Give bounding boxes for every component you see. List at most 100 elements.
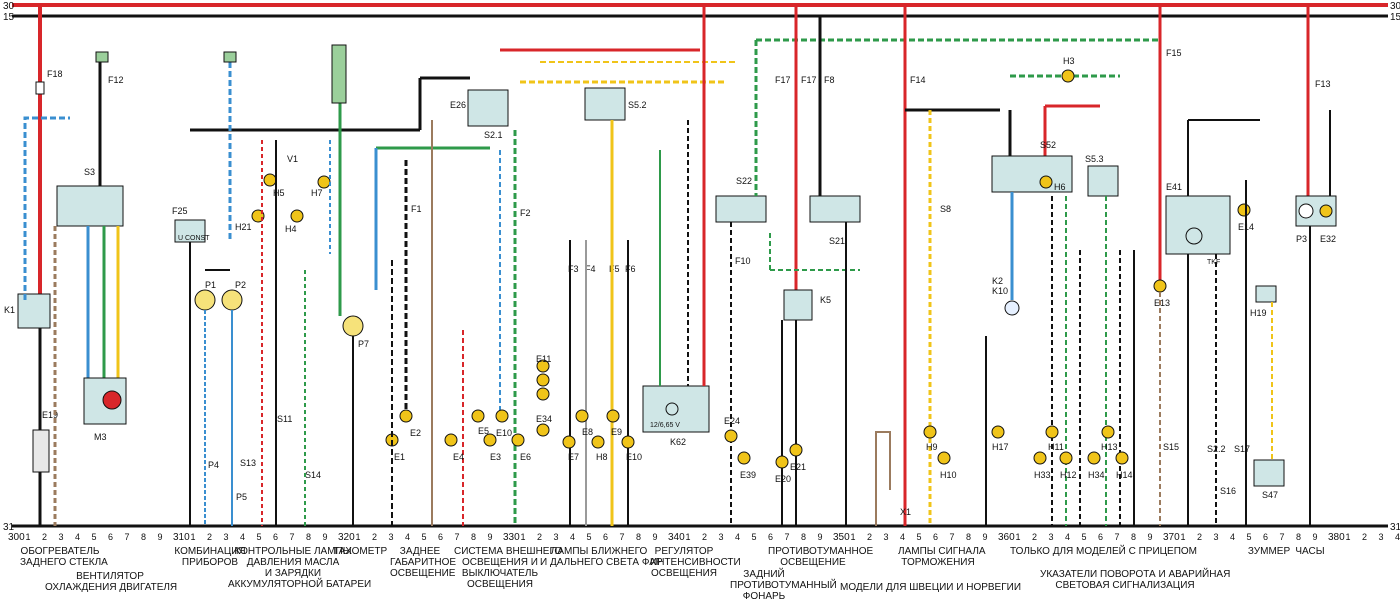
ruler-tick: 6: [108, 532, 113, 542]
lamp-e34-label: E34: [536, 414, 552, 424]
relay-tkf-label: TKF: [1207, 259, 1220, 266]
gauge-p1-label: P1: [205, 280, 216, 290]
fuse-f25-label: F25: [172, 206, 188, 216]
switch-s8-label: S8: [940, 204, 951, 214]
lamp-h33: [1033, 451, 1047, 465]
switch-s5-2: [584, 87, 626, 121]
ruler-tick: 1: [26, 532, 31, 542]
fuse-f17b-label: F17: [801, 75, 817, 85]
lamp-e7-label: E7: [568, 452, 579, 462]
ruler-marker: 380: [1328, 532, 1345, 543]
caption-tacho: ТАХОМЕТР: [332, 546, 388, 557]
ruler-tick: 2: [1362, 532, 1367, 542]
lamp-h8: [591, 435, 605, 449]
lamp-e32: [1319, 204, 1333, 218]
lamp-h21-label: H21: [235, 222, 252, 232]
fuse-f5-label: F5: [609, 264, 620, 274]
heater-e19-label: E19: [42, 410, 58, 420]
ruler-tick: 4: [1065, 532, 1070, 542]
caption-buzzer: ЗУММЕР: [1247, 546, 1291, 557]
ruler-tick: 3: [554, 532, 559, 542]
switch-s21-label: S21: [829, 236, 845, 246]
fuse-f1-label: F1: [411, 204, 422, 214]
lamp-h7: [317, 175, 331, 189]
switch-s14-label: S14: [305, 470, 321, 480]
ruler-tick: 4: [405, 532, 410, 542]
gauge-p2-label: P2: [235, 280, 246, 290]
lamp-e32-label: E32: [1320, 234, 1336, 244]
relay-e41: [1165, 195, 1231, 255]
ruler-tick: 6: [1263, 532, 1268, 542]
lamp-h9: [923, 425, 937, 439]
ruler-tick: 4: [1230, 532, 1235, 542]
ruler-tick: 5: [752, 532, 757, 542]
ruler-tick: 9: [653, 532, 658, 542]
ruler-tick: 5: [92, 532, 97, 542]
lamp-h14: [1115, 451, 1129, 465]
rail-label-15-left: 15: [3, 12, 15, 23]
lamp-e8: [575, 409, 589, 423]
connector-x1-label: X1: [900, 507, 911, 517]
ruler-tick: 3: [59, 532, 64, 542]
connector-110: [95, 51, 109, 63]
ruler-tick: 3: [1049, 532, 1054, 542]
lamp-e11b: [536, 373, 550, 387]
ruler-marker: 350: [833, 532, 850, 543]
sensor-p5-label: P5: [236, 492, 247, 502]
ruler-tick: 7: [785, 532, 790, 542]
lamp-h10-label: H10: [940, 470, 957, 480]
const-label: U CONST: [178, 235, 210, 242]
ruler-marker: 310: [173, 532, 190, 543]
lamp-e34: [536, 423, 550, 437]
lamp-h10: [937, 451, 951, 465]
ruler-tick: 7: [950, 532, 955, 542]
switch-s52-label: S52: [1040, 140, 1056, 150]
wire-brown: [875, 431, 891, 526]
lamp-h4: [290, 209, 304, 223]
ruler-tick: 1: [1181, 532, 1186, 542]
lamp-e10b-label: E10: [626, 452, 642, 462]
lamp-h14-label: H14: [1116, 470, 1133, 480]
fuse-f13-label: F13: [1315, 79, 1331, 89]
switch-s3-label: S3: [84, 167, 95, 177]
ruler-tick: 2: [207, 532, 212, 542]
lamp-h11: [1045, 425, 1059, 439]
relay-k2-label: K2: [992, 276, 1003, 286]
lamp-h12: [1059, 451, 1073, 465]
lamp-e21: [789, 443, 803, 457]
ruler-tick: 4: [240, 532, 245, 542]
rail-label-31-right: 31: [1390, 522, 1400, 533]
rail-label-30-left: 30: [3, 1, 15, 12]
ruler-marker: 370: [1163, 532, 1180, 543]
ruler-tick: 4: [1395, 532, 1400, 542]
ruler-tick: 5: [1082, 532, 1087, 542]
ruler-tick: 4: [735, 532, 740, 542]
ruler-tick: 9: [983, 532, 988, 542]
ruler-tick: 8: [966, 532, 971, 542]
ruler-tick: 2: [1197, 532, 1202, 542]
ruler-tick: 2: [372, 532, 377, 542]
switch-s47: [1253, 459, 1285, 487]
ruler-tick: 3: [719, 532, 724, 542]
ruler-tick: 6: [438, 532, 443, 542]
lamp-e2-label: E2: [410, 428, 421, 438]
ruler-tick: 6: [273, 532, 278, 542]
relay-k5: [783, 289, 813, 321]
lamp-h34-label: H34: [1088, 470, 1105, 480]
relay-k1: [17, 293, 51, 329]
lamp-h13-label: H13: [1101, 442, 1118, 452]
switch-s52: [991, 155, 1073, 193]
switch-s22: [715, 195, 767, 223]
ruler-tick: 1: [356, 532, 361, 542]
ruler-tick: 4: [570, 532, 575, 542]
ruler-tick: 5: [587, 532, 592, 542]
fuse-f15-label: F15: [1166, 48, 1182, 58]
switch-s15-label: S15: [1163, 442, 1179, 452]
ruler-tick: 5: [422, 532, 427, 542]
ruler-tick: 1: [851, 532, 856, 542]
